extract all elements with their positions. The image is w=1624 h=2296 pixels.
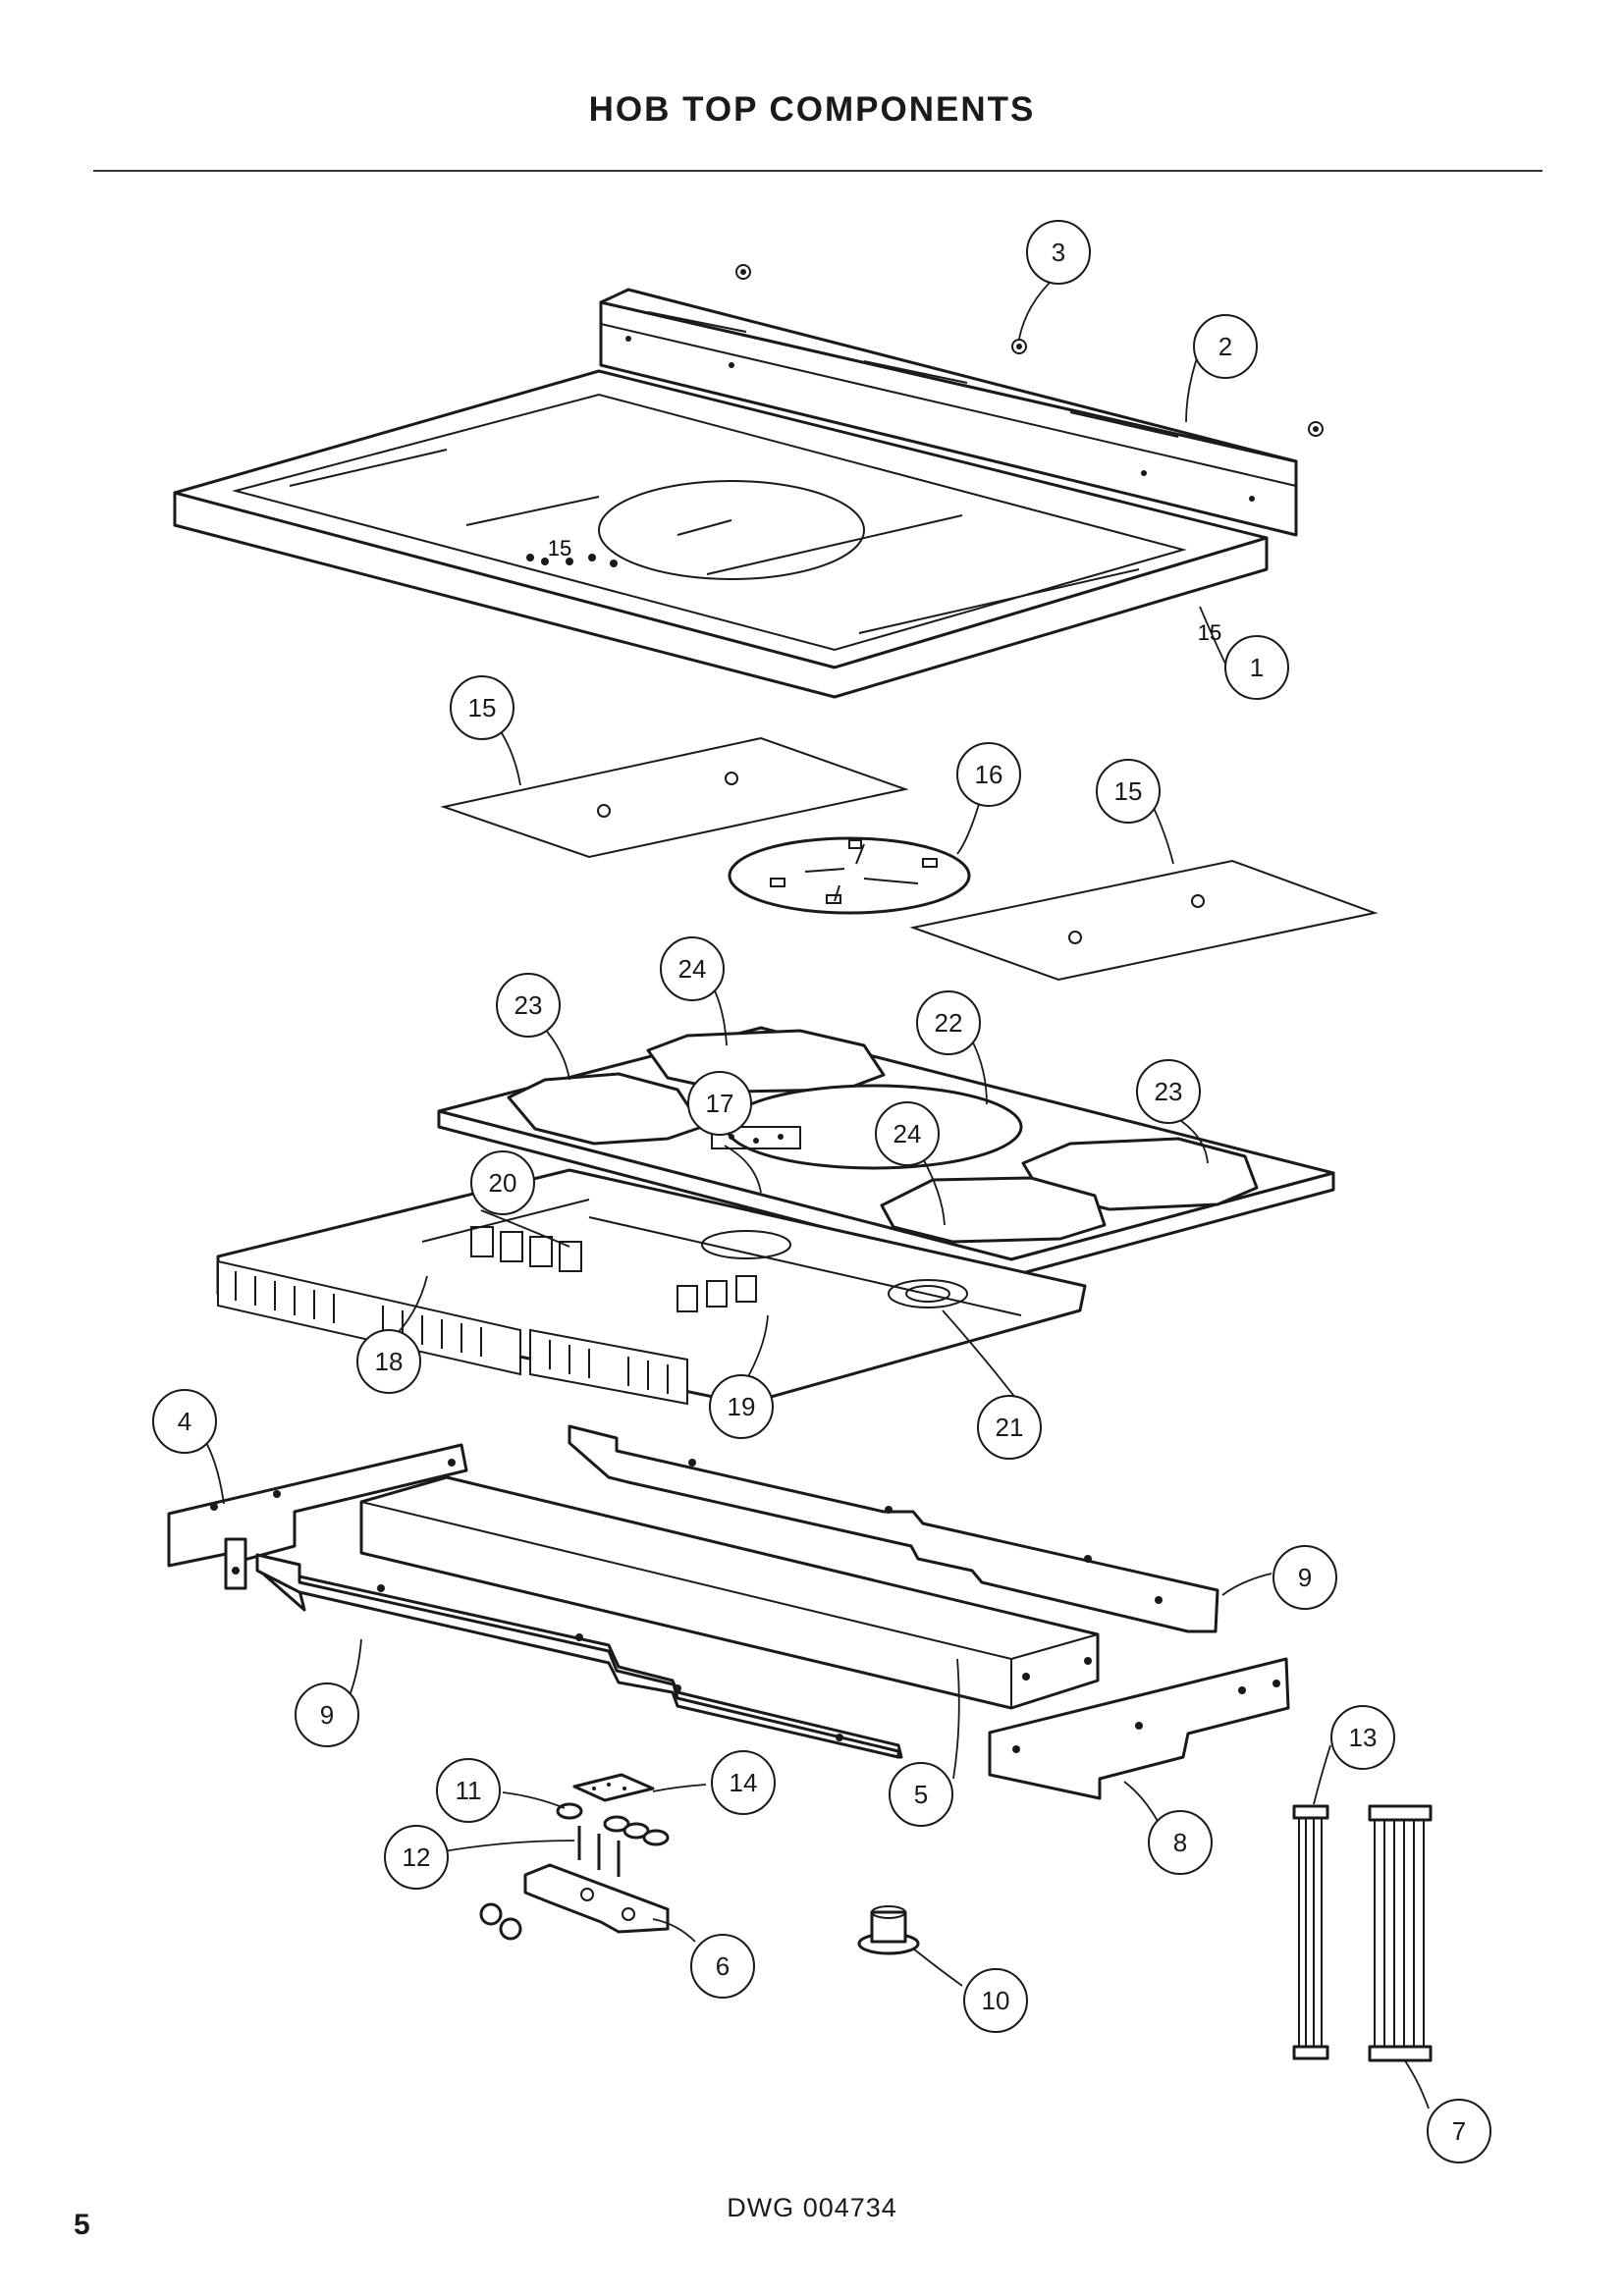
callout-22: 22	[916, 990, 981, 1055]
svg-text:15: 15	[468, 693, 497, 722]
svg-text:22: 22	[935, 1008, 963, 1038]
svg-text:9: 9	[320, 1700, 334, 1730]
glass-inline-label-b: 15	[1198, 620, 1221, 645]
part-wiring-harness-large	[1368, 1804, 1433, 2062]
chassis-vents	[235, 1271, 669, 1394]
svg-text:24: 24	[678, 954, 707, 984]
svg-text:7: 7	[1452, 2116, 1466, 2146]
svg-text:18: 18	[375, 1347, 404, 1376]
svg-text:14: 14	[730, 1768, 758, 1797]
svg-text:15: 15	[1114, 776, 1143, 806]
svg-text:21: 21	[996, 1413, 1024, 1442]
svg-text:23: 23	[1155, 1077, 1183, 1106]
svg-text:11: 11	[456, 1776, 482, 1805]
svg-text:9: 9	[1298, 1563, 1312, 1592]
part-side-rail-front	[255, 1553, 903, 1759]
callout-1: 1	[1224, 635, 1289, 700]
callout-10: 10	[963, 1968, 1028, 2033]
callout-23a: 23	[496, 973, 561, 1038]
svg-text:8: 8	[1173, 1828, 1187, 1857]
svg-text:2: 2	[1218, 332, 1232, 361]
callout-6: 6	[690, 1934, 755, 1999]
svg-text:3: 3	[1052, 238, 1065, 267]
callout-23b: 23	[1136, 1059, 1201, 1124]
coil-front-center	[880, 1176, 1107, 1244]
callout-20: 20	[470, 1150, 535, 1215]
callout-5: 5	[889, 1762, 953, 1827]
part-sensor-disc	[728, 836, 971, 915]
svg-text:20: 20	[489, 1168, 517, 1198]
callout-14: 14	[711, 1750, 776, 1815]
part-insulation-sheet-left	[440, 736, 909, 859]
part-connectors	[556, 1802, 670, 1846]
svg-text:23: 23	[514, 990, 543, 1020]
svg-text:4: 4	[178, 1407, 191, 1436]
callout-12: 12	[384, 1825, 449, 1890]
callout-15b: 15	[1096, 759, 1161, 824]
part-terminal-bracket	[479, 1863, 670, 1941]
control-dots	[526, 554, 618, 567]
part-screws	[735, 264, 1324, 437]
svg-text:13: 13	[1349, 1723, 1378, 1752]
drawing-number: DWG 004734	[727, 2193, 897, 2222]
part-glass-hob-top: 15 15	[173, 369, 1269, 699]
callout-24a: 24	[660, 936, 725, 1001]
callout-13: 13	[1330, 1705, 1395, 1770]
part-side-bracket	[167, 1443, 468, 1590]
svg-text:1: 1	[1250, 653, 1264, 682]
chassis-components	[421, 1199, 1022, 1316]
glass-inline-label-a: 15	[548, 536, 571, 561]
svg-text:5: 5	[914, 1780, 928, 1809]
part-duct-bar	[359, 1475, 1100, 1710]
page-title: HOB TOP COMPONENTS	[588, 90, 1036, 129]
callout-4: 4	[152, 1389, 217, 1454]
part-side-rail-rear	[568, 1424, 1219, 1633]
svg-text:10: 10	[982, 1986, 1010, 2015]
svg-text:19: 19	[728, 1392, 756, 1421]
part-terminal-plate	[572, 1773, 655, 1802]
svg-text:24: 24	[893, 1119, 922, 1148]
part-rear-vent-trim	[599, 288, 1298, 537]
part-front-bracket	[988, 1657, 1290, 1800]
svg-text:16: 16	[975, 760, 1003, 789]
callout-9b: 9	[295, 1682, 359, 1747]
callout-16: 16	[956, 742, 1021, 807]
callout-8: 8	[1148, 1810, 1213, 1875]
callout-15a: 15	[450, 675, 514, 740]
svg-text:17: 17	[706, 1089, 734, 1118]
coil-rear-center	[646, 1029, 886, 1094]
svg-text:6: 6	[716, 1951, 730, 1981]
callout-7: 7	[1427, 2099, 1491, 2163]
callout-19: 19	[709, 1374, 774, 1439]
svg-text:12: 12	[403, 1842, 431, 1872]
callout-21: 21	[977, 1395, 1042, 1460]
callout-24b: 24	[875, 1101, 940, 1166]
callout-9a: 9	[1272, 1545, 1337, 1610]
part-electronics-chassis	[216, 1168, 1087, 1406]
callout-11: 11	[436, 1758, 501, 1823]
callout-18: 18	[356, 1329, 421, 1394]
part-wiring-harness-small	[1292, 1804, 1329, 2060]
part-terminal-studs	[577, 1826, 621, 1877]
callout-3: 3	[1026, 220, 1091, 285]
title-divider	[93, 170, 1543, 172]
part-insulation-sheet-right	[909, 859, 1379, 982]
callout-17: 17	[687, 1071, 752, 1136]
page-number: 5	[74, 2209, 90, 2241]
callout-2: 2	[1193, 314, 1258, 379]
part-thermostat	[857, 1905, 920, 1955]
